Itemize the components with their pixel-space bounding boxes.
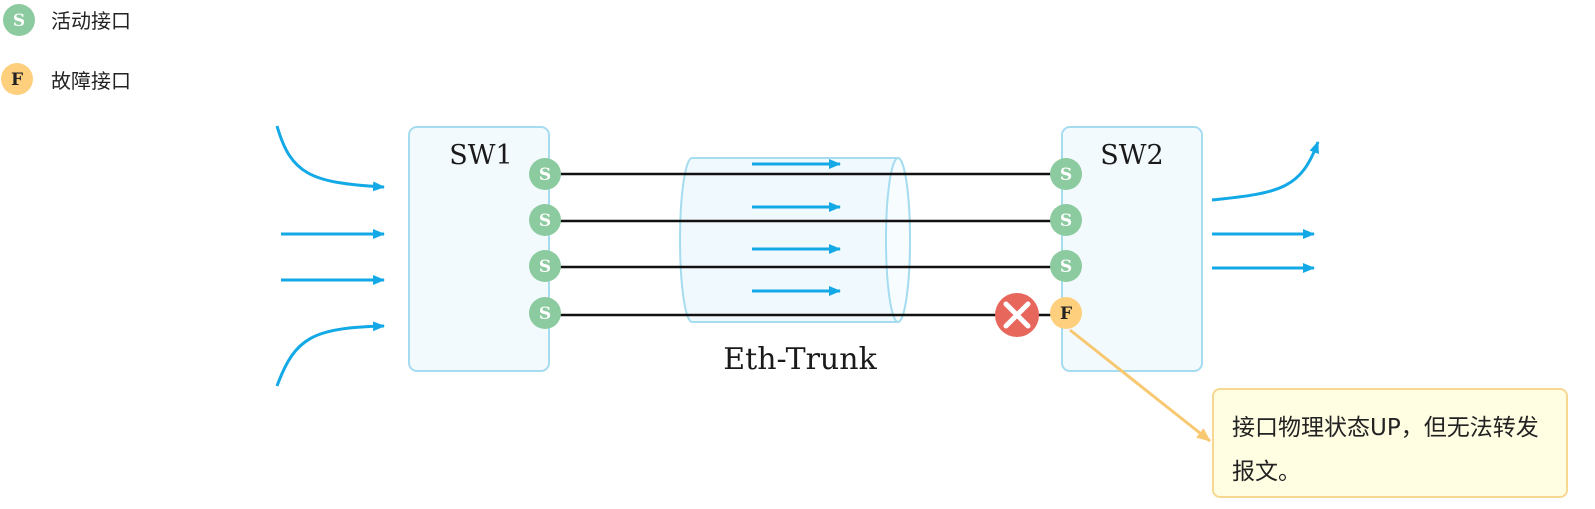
legend-fault-label: 故障接口 xyxy=(51,69,131,93)
active-port-icon xyxy=(1050,158,1082,190)
trunk-traffic-arrows xyxy=(752,159,841,296)
sw1-port-2-letter: S xyxy=(539,211,551,231)
note-connector-arrow xyxy=(1069,328,1211,443)
sw1-ports: S S S S xyxy=(529,158,561,329)
eth-trunk: Eth-Trunk xyxy=(679,157,911,377)
incoming-arrow-1 xyxy=(275,125,385,192)
switch-sw2: SW2 xyxy=(1061,126,1203,372)
active-port-icon xyxy=(1050,204,1082,236)
fault-port-icon xyxy=(1050,297,1082,329)
trunk-label: Eth-Trunk xyxy=(723,342,877,377)
switch-sw2-label: SW2 xyxy=(1100,140,1163,171)
sw2-port-3-letter: S xyxy=(1060,257,1072,277)
legend-fault-letter: F xyxy=(11,70,23,90)
active-port-icon xyxy=(1050,250,1082,282)
outgoing-arrow-1 xyxy=(1211,141,1320,202)
trunk-cylinder-body xyxy=(679,157,911,323)
active-port-icon xyxy=(529,204,561,236)
fault-note: 接口物理状态UP，但无法转发报文。 xyxy=(1212,388,1568,498)
switch-sw2-box xyxy=(1061,126,1203,372)
sw2-port-4-letter: F xyxy=(1060,304,1072,324)
fault-port-icon xyxy=(1,63,33,95)
legend: S 活动接口 F 故障接口 xyxy=(1,4,131,95)
trunk-cylinder-end xyxy=(885,157,911,323)
sw2-ports: S S S F xyxy=(1050,158,1082,329)
trunk-member-links xyxy=(545,172,1066,317)
sw2-port-1-letter: S xyxy=(1060,165,1072,185)
incoming-traffic-arrows xyxy=(275,125,385,387)
outgoing-traffic-arrows xyxy=(1211,141,1320,273)
legend-active-label: 活动接口 xyxy=(51,9,131,33)
switch-sw1-label: SW1 xyxy=(449,140,512,171)
incoming-arrow-4 xyxy=(275,321,385,387)
sw1-port-1-letter: S xyxy=(539,165,551,185)
legend-item-active: S 活动接口 xyxy=(3,4,131,36)
legend-item-fault: F 故障接口 xyxy=(1,63,131,95)
legend-active-letter: S xyxy=(13,11,25,31)
x-circle-icon xyxy=(995,293,1039,337)
switch-sw1: SW1 xyxy=(408,126,550,372)
active-port-icon xyxy=(3,4,35,36)
active-port-icon xyxy=(529,297,561,329)
active-port-icon xyxy=(529,250,561,282)
active-port-icon xyxy=(529,158,561,190)
sw1-port-4-letter: S xyxy=(539,304,551,324)
sw2-port-2-letter: S xyxy=(1060,211,1072,231)
switch-sw1-box xyxy=(408,126,550,372)
sw1-port-3-letter: S xyxy=(539,257,551,277)
fault-note-text: 接口物理状态UP，但无法转发报文。 xyxy=(1232,415,1539,485)
